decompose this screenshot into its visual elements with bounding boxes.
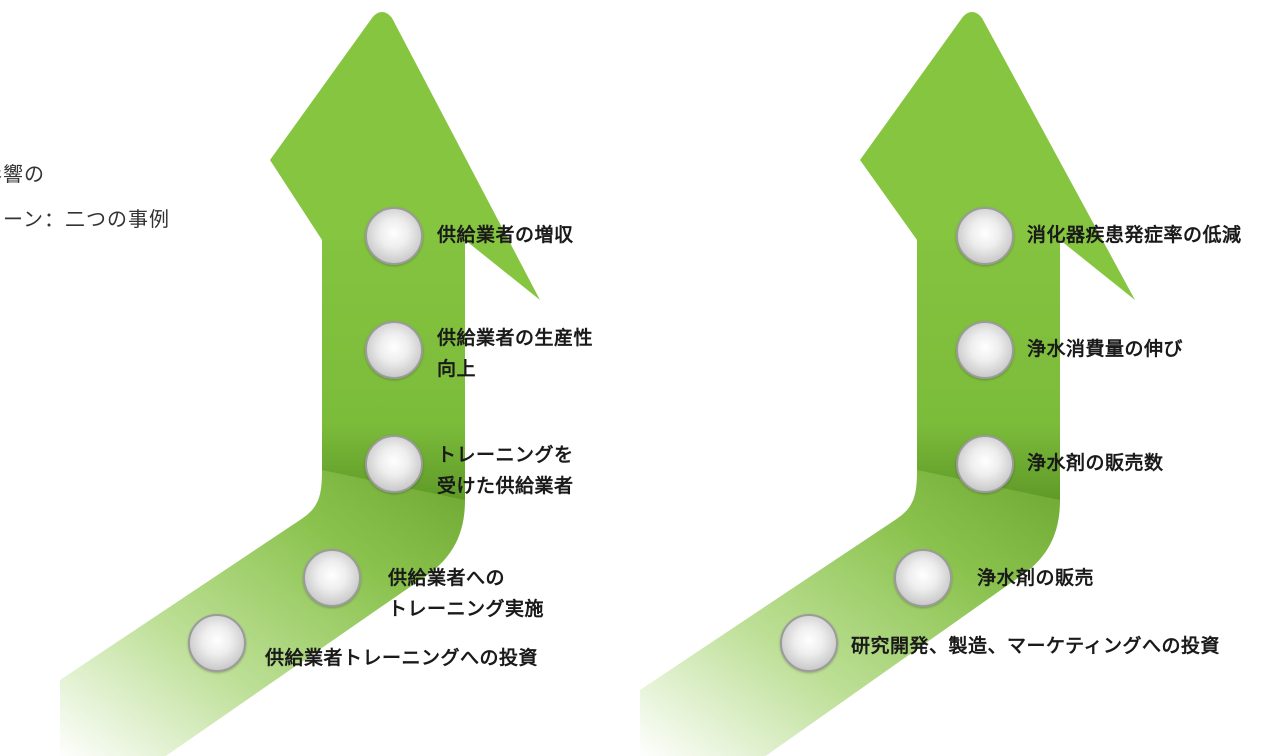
right-step-5-node: [956, 207, 1014, 265]
left-arrow-tail: [60, 455, 465, 756]
right-step-2-label: 浄水剤の販売: [977, 567, 1095, 589]
left-step-5-label: 供給業者の増収: [437, 224, 574, 246]
right-step-5-label: 消化器疾患発症率の低減: [1027, 224, 1242, 246]
left-step-4-label: 供給業者の生産性 向上: [437, 327, 594, 380]
left-step-4-node: [365, 321, 423, 379]
left-step-3-node: [365, 435, 423, 493]
title-line-2: ェーン：二つの事例: [0, 207, 170, 231]
title-line-1: 影響の: [0, 162, 45, 186]
right-step-3-label: 浄水剤の販売数: [1027, 452, 1164, 474]
right-step-2-node: [894, 549, 952, 607]
left-arrow-head: [270, 12, 540, 300]
left-step-2-node: [303, 549, 361, 607]
right-step-1-label: 研究開発、製造、マーケティングへの投資: [851, 635, 1220, 657]
right-arrow-tail: [640, 455, 1060, 756]
left-step-3-label: トレーニングを 受けた供給業者: [437, 444, 574, 497]
right-step-1-node: [780, 614, 838, 672]
left-step-5-node: [365, 207, 423, 265]
right-step-4-node: [956, 321, 1014, 379]
left-step-1-node: [188, 614, 246, 672]
left-step-1-label: 供給業者トレーニングへの投資: [265, 647, 539, 669]
right-step-4-label: 浄水消費量の伸び: [1027, 338, 1184, 360]
left-step-2-label: 供給業者への トレーニング実施: [388, 567, 545, 620]
right-arrow-head: [860, 12, 1135, 300]
right-step-3-node: [956, 435, 1014, 493]
